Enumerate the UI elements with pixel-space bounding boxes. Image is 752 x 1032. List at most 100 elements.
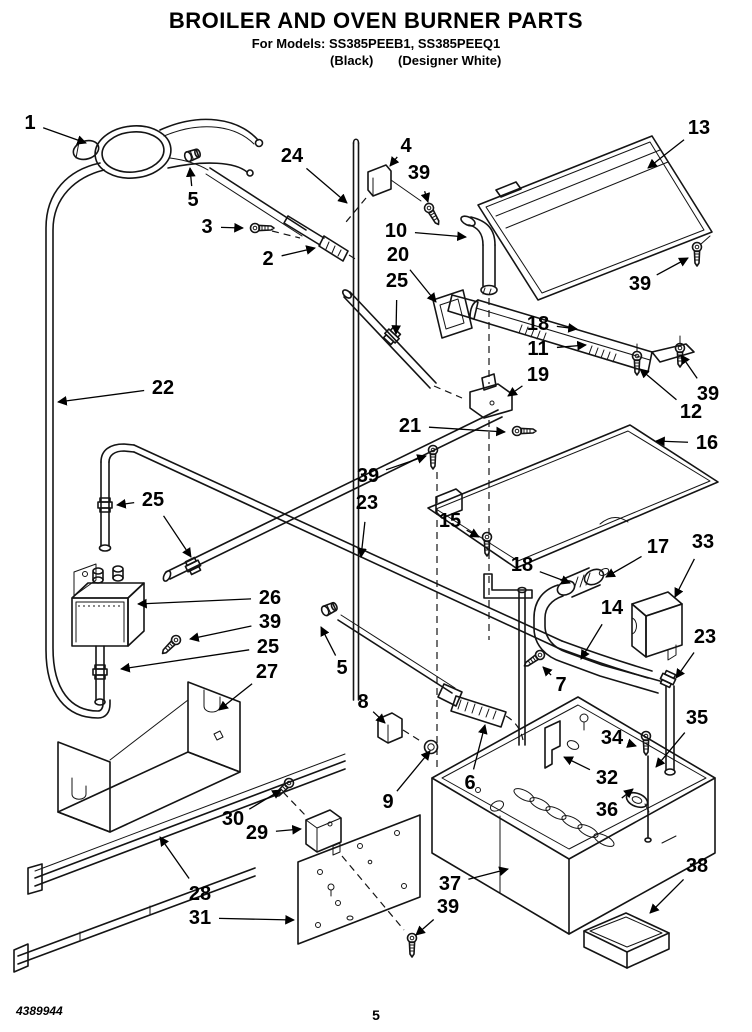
document-number: 4389944 [16, 1004, 63, 1018]
callout-arrow [391, 299, 402, 335]
callout-label: 18 [527, 313, 549, 335]
callout-label: 23 [356, 492, 378, 514]
callout-arrow [281, 245, 316, 257]
mounting-bracket-4 [345, 164, 444, 228]
callout-label: 5 [336, 657, 347, 679]
callout-26: 26 [137, 587, 281, 609]
callout-30: 30 [222, 789, 282, 830]
callout-33: 33 [674, 531, 714, 598]
callout-25: 25 [116, 489, 192, 558]
callout-1: 1 [24, 112, 87, 145]
callout-label: 33 [692, 531, 714, 553]
callout-label: 20 [387, 244, 409, 266]
callout-label: 1 [24, 112, 35, 134]
callout-arrow [357, 521, 367, 558]
callout-arrow [580, 623, 603, 660]
page-number: 5 [372, 1007, 380, 1023]
callout-15: 15 [439, 510, 480, 538]
callout-label: 30 [222, 808, 244, 830]
callout-arrow [120, 649, 250, 673]
callout-arrow [472, 724, 488, 770]
callout-36: 36 [596, 788, 634, 821]
callout-34: 34 [601, 727, 637, 749]
callout-arrow [306, 167, 348, 204]
callout-4: 4 [389, 135, 412, 167]
callout-25: 25 [386, 270, 408, 335]
callout-arrow [414, 231, 467, 242]
gas-supply-loop-pipe [45, 162, 111, 719]
models-line: For Models: SS385PEEB1, SS385PEEQ1 [251, 36, 501, 51]
support-rod [352, 138, 360, 701]
rear-panel [271, 775, 421, 958]
callout-arrow [507, 385, 523, 397]
callout-arrow [409, 269, 437, 303]
callout-arrow [605, 555, 642, 578]
callout-label: 39 [629, 273, 651, 295]
callout-label: 11 [527, 338, 548, 360]
callout-arrow [385, 454, 427, 471]
callout-label: 14 [601, 597, 624, 619]
callout-arrow [372, 711, 386, 724]
callout-arrow [137, 598, 252, 609]
callout-label: 39 [697, 383, 719, 405]
callout-18: 18 [511, 554, 571, 585]
callout-arrow [396, 750, 431, 792]
callout-12: 12 [639, 368, 702, 423]
callout-label: 39 [408, 162, 430, 184]
callout-arrow [556, 323, 578, 333]
callout-label: 25 [257, 636, 279, 658]
oven-sensor-coil [72, 118, 264, 179]
callout-7: 7 [542, 666, 567, 696]
callout-label: 24 [281, 145, 304, 167]
callout-arrow [42, 127, 87, 145]
callout-17: 17 [605, 536, 669, 578]
callout-16: 16 [655, 432, 718, 454]
callout-label: 7 [555, 674, 566, 696]
callout-label: 27 [256, 661, 278, 683]
callout-39: 39 [357, 454, 427, 487]
callout-arrow [680, 354, 698, 379]
callout-arrow [621, 788, 634, 799]
sensor-capillary-tube [182, 146, 358, 262]
support-bracket-channel [57, 681, 241, 833]
callout-label: 19 [527, 364, 549, 386]
callout-arrow [248, 789, 282, 810]
callout-10: 10 [385, 220, 467, 242]
callout-arrow [57, 389, 145, 406]
callout-5: 5 [185, 167, 199, 211]
callout-label: 26 [259, 587, 281, 609]
broiler-baffle-panel [477, 135, 713, 301]
callout-label: 25 [386, 270, 408, 292]
callout-arrow [539, 571, 571, 585]
callout-21: 21 [399, 415, 506, 437]
callout-arrow [556, 340, 587, 351]
color-variants-line: (Black) (Designer White) [0, 53, 752, 71]
callout-18: 18 [527, 313, 578, 335]
burner-box [431, 696, 716, 969]
callout-37: 37 [439, 866, 509, 895]
callout-arrow [220, 222, 244, 233]
callout-label: 6 [464, 772, 475, 794]
callout-9: 9 [382, 750, 431, 813]
callout-arrow [116, 498, 135, 509]
callout-arrow [647, 139, 685, 169]
callout-label: 39 [259, 611, 281, 633]
callout-label: 12 [680, 401, 702, 423]
mounting-rails [13, 753, 346, 973]
callout-label: 5 [187, 189, 198, 211]
callout-label: 3 [201, 216, 212, 238]
callout-label: 9 [382, 791, 393, 813]
igniter-assembly [337, 614, 524, 755]
callout-arrow [428, 426, 506, 437]
callout-label: 29 [246, 822, 268, 844]
callout-arrow [542, 666, 553, 677]
callout-arrow [675, 652, 695, 679]
callout-arrow [185, 167, 196, 187]
callout-2: 2 [262, 245, 316, 270]
page-title: BROILER AND OVEN BURNER PARTS [168, 8, 584, 33]
callout-arrow [218, 914, 295, 925]
callout-label: 34 [601, 727, 624, 749]
callout-27: 27 [218, 661, 278, 711]
callout-25: 25 [120, 636, 279, 673]
